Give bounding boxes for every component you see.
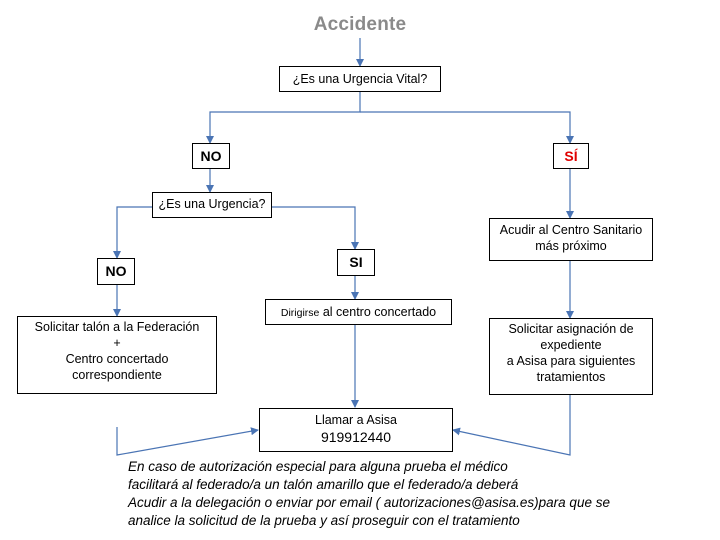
node-asignacion-line-4: tratamientos — [536, 370, 606, 384]
node-llamar-label: Llamar a Asisa — [315, 413, 397, 427]
node-asignacion-line-1: Solicitar asignación de — [508, 322, 634, 336]
arrow-urgencia-to-no — [113, 206, 152, 259]
node-acudir-line-2: más próximo — [535, 239, 607, 253]
arrow-left-to-llamar — [116, 427, 259, 456]
node-llamar-asisa: Llamar a Asisa 919912440 — [259, 408, 453, 452]
footnote-line-4: analice la solicitud de la prueba y así … — [128, 513, 520, 528]
node-dirigirse-rest: al centro concertado — [319, 305, 437, 319]
arrow-vital-to-no — [206, 92, 361, 144]
arrow-urgencia-to-si — [272, 206, 359, 250]
node-acudir-centro: Acudir al Centro Sanitario más próximo — [489, 218, 653, 261]
footnote-line-3: Acudir a la delegación o enviar por emai… — [128, 495, 610, 510]
node-talon-line-2: + — [113, 336, 121, 350]
node-urgencia: ¿Es una Urgencia? — [152, 192, 272, 218]
arrow-vital-to-si — [360, 111, 574, 144]
node-talon-line-4: correspondiente — [72, 368, 162, 382]
footnote-line-1: En caso de autorización especial para al… — [128, 459, 508, 474]
node-talon-line-1: Solicitar talón a la Federación — [34, 320, 200, 334]
diagram-title: Accidente — [313, 14, 407, 35]
label-si-right: SÍ — [553, 143, 589, 169]
node-llamar-phone: 919912440 — [320, 429, 392, 445]
arrow-right-to-llamar — [452, 395, 571, 456]
node-acudir-line-1: Acudir al Centro Sanitario — [499, 223, 643, 237]
footnote: En caso de autorización especial para al… — [128, 458, 688, 530]
node-talon-line-3: Centro concertado — [65, 352, 169, 366]
node-dirigirse-prefix: Dirigirse — [280, 307, 320, 319]
node-urgencia-vital: ¿Es una Urgencia Vital? — [279, 66, 441, 92]
label-no-inner: NO — [97, 258, 135, 285]
node-urgencia-text: ¿Es una Urgencia? — [158, 197, 266, 211]
node-dirigirse: Dirigirse al centro concertado — [265, 299, 452, 325]
node-asignacion-line-3: a Asisa para siguientes — [506, 354, 636, 368]
node-urgencia-vital-text: ¿Es una Urgencia Vital? — [292, 72, 428, 86]
label-no-left: NO — [192, 143, 230, 169]
node-asignacion-line-2: expediente — [540, 338, 602, 352]
node-solicitar-asignacion: Solicitar asignación de expediente a Asi… — [489, 318, 653, 395]
footnote-line-2: facilitará al federado/a un talón amaril… — [128, 477, 519, 492]
label-si-inner: SI — [337, 249, 375, 276]
node-solicitar-talon: Solicitar talón a la Federación + Centro… — [17, 316, 217, 394]
